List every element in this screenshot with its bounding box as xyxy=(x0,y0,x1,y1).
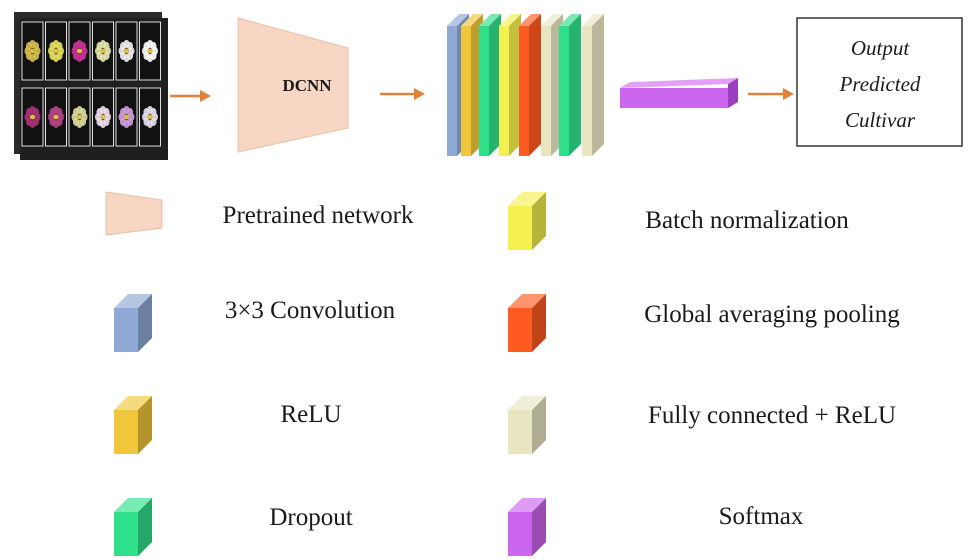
legend-label-pretrained: Pretrained network xyxy=(223,202,414,229)
dcnn-block: DCNN xyxy=(237,17,349,153)
arrow-to-dcnn xyxy=(170,90,211,102)
flower-thumbnail xyxy=(115,21,138,81)
input-images xyxy=(14,12,168,160)
softmax-block-icon xyxy=(508,498,546,556)
legend-item-conv: 3×3 Convolution xyxy=(114,294,396,352)
flower-thumbnail xyxy=(92,87,114,147)
output-box: Output Predicted Cultivar xyxy=(796,17,963,147)
flower-thumbnail xyxy=(139,21,161,81)
legend: Pretrained network 3×3 Convolution ReLU … xyxy=(105,191,900,556)
legend-item-batchnorm: Batch normalization xyxy=(508,192,849,250)
dcnn-label: DCNN xyxy=(282,76,332,95)
legend-item-relu: ReLU xyxy=(114,396,342,454)
flower-thumbnail xyxy=(68,87,91,147)
layer-stack xyxy=(447,14,604,156)
conv-block-icon xyxy=(114,294,152,352)
flower-thumbnail xyxy=(68,21,91,81)
legend-item-softmax: Softmax xyxy=(508,498,804,556)
legend-item-dropout: Dropout xyxy=(114,498,353,556)
flower-thumbnail xyxy=(92,21,114,81)
fc-relu-block-icon xyxy=(508,396,546,454)
softmax-output-block xyxy=(620,78,738,108)
arrow-to-layers xyxy=(380,88,425,100)
legend-label-fc-relu: Fully connected + ReLU xyxy=(648,402,896,429)
batchnorm-block-icon xyxy=(508,192,546,250)
dropout-block-icon xyxy=(114,498,152,556)
legend-item-pretrained: Pretrained network xyxy=(105,191,414,236)
flower-thumbnail xyxy=(21,21,44,81)
flower-thumbnail xyxy=(115,87,138,147)
flower-thumbnail xyxy=(21,87,44,147)
flower-thumbnail xyxy=(45,21,67,81)
gap-block-icon xyxy=(508,294,546,352)
layer-slab-dropout xyxy=(559,14,581,156)
legend-label-gap: Global averaging pooling xyxy=(644,301,900,328)
legend-item-gap: Global averaging pooling xyxy=(508,294,900,352)
layer-slab-batchnorm xyxy=(499,14,521,156)
legend-item-fc-relu: Fully connected + ReLU xyxy=(508,396,896,454)
arrow-to-output xyxy=(748,88,794,100)
output-line-2: Predicted xyxy=(839,72,921,96)
legend-label-relu: ReLU xyxy=(280,401,341,428)
layer-slab-fc_relu xyxy=(582,14,604,156)
legend-label-conv: 3×3 Convolution xyxy=(225,297,396,324)
flower-thumbnail xyxy=(45,87,67,147)
output-line-1: Output xyxy=(851,36,911,60)
legend-label-dropout: Dropout xyxy=(269,504,352,531)
output-line-3: Cultivar xyxy=(845,108,916,132)
trapezoid-icon xyxy=(105,191,163,236)
legend-label-batchnorm: Batch normalization xyxy=(645,207,849,234)
relu-block-icon xyxy=(114,396,152,454)
legend-label-softmax: Softmax xyxy=(719,503,804,530)
flower-thumbnail xyxy=(139,87,161,147)
layer-slab-gap xyxy=(519,14,541,156)
layer-slab-dropout xyxy=(479,14,501,156)
